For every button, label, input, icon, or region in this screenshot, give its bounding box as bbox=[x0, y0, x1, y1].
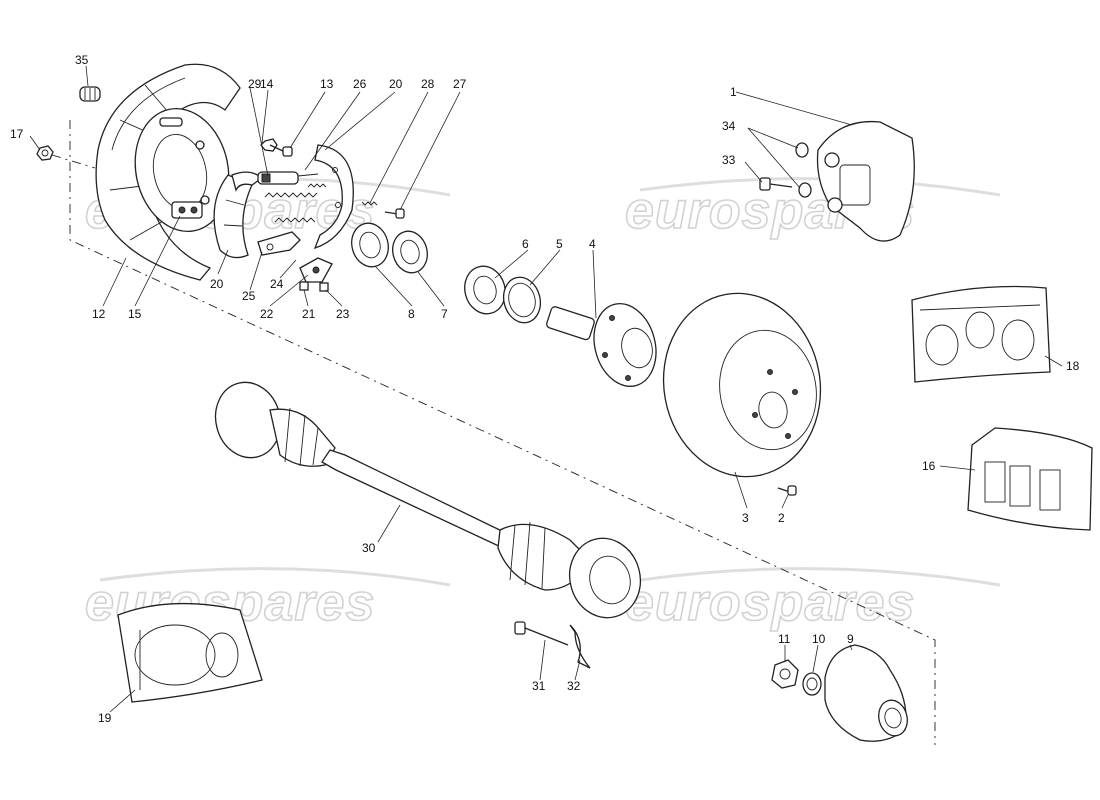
output-flange-part bbox=[824, 644, 908, 742]
callout-3: 3 bbox=[742, 511, 749, 525]
callout-21: 21 bbox=[302, 307, 316, 321]
brake-pads-bag bbox=[967, 427, 1093, 531]
callout-28: 28 bbox=[421, 77, 435, 91]
parking-lever-parts bbox=[257, 231, 333, 292]
hub-bearing-part bbox=[464, 265, 506, 315]
callout-20-top: 20 bbox=[389, 77, 403, 91]
brake-caliper-part bbox=[816, 120, 915, 242]
callout-20-bottom: 20 bbox=[210, 277, 224, 291]
callout-14: 14 bbox=[260, 77, 274, 91]
callout-11: 11 bbox=[778, 632, 791, 646]
callout-12: 12 bbox=[92, 307, 106, 321]
disc-screw-part bbox=[777, 485, 797, 496]
callout-19: 19 bbox=[98, 711, 112, 725]
callout-24: 24 bbox=[270, 277, 284, 291]
fasteners-top bbox=[260, 138, 293, 157]
leader-lines bbox=[29, 65, 1063, 713]
callout-23: 23 bbox=[336, 307, 350, 321]
grommet-part bbox=[79, 86, 101, 102]
callout-16: 16 bbox=[922, 459, 936, 473]
watermark-text-4: eurospares bbox=[625, 574, 915, 632]
brake-shoe-lower-part bbox=[213, 171, 264, 259]
bearing-outer-part bbox=[392, 230, 428, 274]
brake-disc-part bbox=[662, 292, 822, 478]
callout-2: 2 bbox=[778, 511, 785, 525]
shaft-bolt-and-plate bbox=[514, 621, 591, 669]
callout-30: 30 bbox=[362, 541, 376, 555]
callout-33: 33 bbox=[722, 153, 736, 167]
callout-27: 27 bbox=[453, 77, 467, 91]
callout-18: 18 bbox=[1066, 359, 1080, 373]
output-flange-nut bbox=[771, 659, 799, 689]
callout-34: 34 bbox=[722, 119, 736, 133]
callout-9: 9 bbox=[847, 632, 854, 646]
callout-7: 7 bbox=[441, 307, 448, 321]
return-springs bbox=[264, 183, 327, 223]
output-flange-washer bbox=[802, 672, 822, 696]
callout-8: 8 bbox=[408, 307, 415, 321]
callout-labels: 35 17 29 14 13 26 20 28 27 1 34 33 6 5 4… bbox=[10, 53, 1080, 725]
callout-25: 25 bbox=[242, 289, 256, 303]
brake-pad-kit-bag bbox=[911, 285, 1051, 383]
callout-29: 29 bbox=[248, 77, 262, 91]
callout-10: 10 bbox=[812, 632, 826, 646]
pin-and-spring-parts bbox=[361, 201, 405, 219]
hub-flange-part bbox=[546, 303, 657, 387]
boot-kit-bag bbox=[117, 602, 263, 703]
backing-plate-part bbox=[134, 107, 230, 233]
nut-part bbox=[36, 145, 54, 161]
adjuster-block-part bbox=[171, 201, 203, 219]
assembly-axis-lines bbox=[51, 120, 936, 745]
callout-6: 6 bbox=[522, 237, 529, 251]
callout-17: 17 bbox=[10, 127, 24, 141]
callout-35: 35 bbox=[75, 53, 89, 67]
drive-shaft-part bbox=[214, 381, 642, 619]
callout-15: 15 bbox=[128, 307, 142, 321]
callout-31: 31 bbox=[532, 679, 546, 693]
callout-1: 1 bbox=[730, 85, 737, 99]
callout-22: 22 bbox=[260, 307, 274, 321]
callout-26: 26 bbox=[353, 77, 367, 91]
callout-32: 32 bbox=[567, 679, 581, 693]
callout-5: 5 bbox=[556, 237, 563, 251]
callout-4: 4 bbox=[589, 237, 596, 251]
callout-13: 13 bbox=[320, 77, 334, 91]
brake-shoe-upper-part bbox=[313, 144, 354, 250]
caliper-washers-and-bolt bbox=[759, 142, 812, 198]
seal-ring-part bbox=[502, 276, 542, 324]
